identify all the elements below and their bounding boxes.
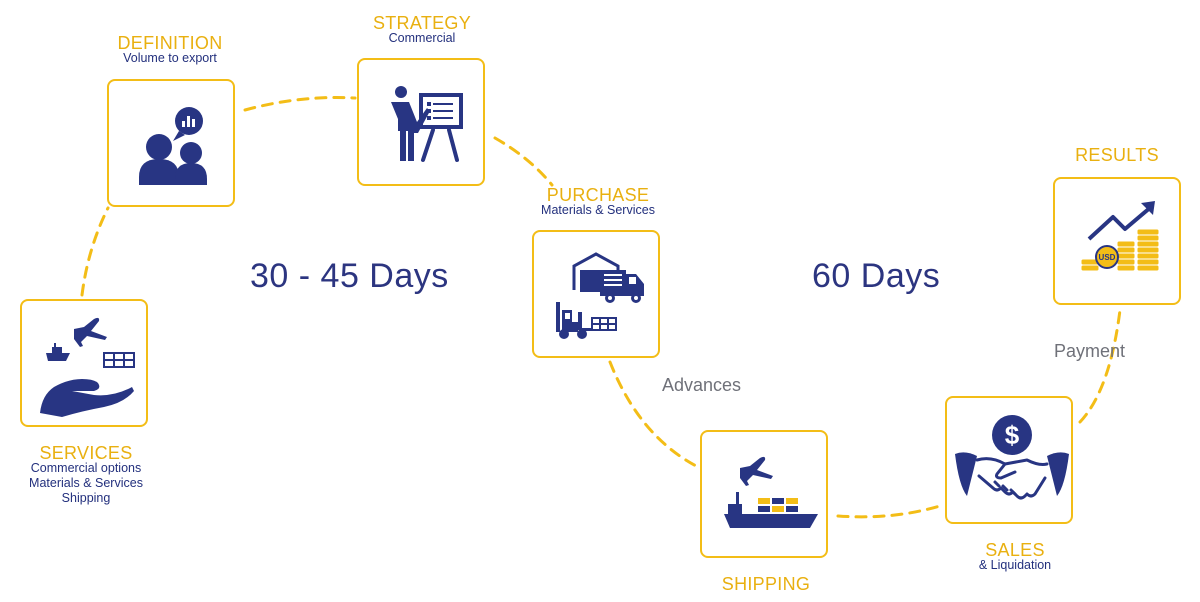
sales-title: SALES xyxy=(985,540,1045,560)
presenter-board-icon xyxy=(391,86,463,162)
sales-box: $ xyxy=(945,396,1073,524)
sales-subtitle: & Liquidation xyxy=(978,558,1052,572)
connector-definition-strategy xyxy=(243,96,357,112)
handshake-dollar-icon: $ xyxy=(955,415,1069,500)
strategy-subtitle: Commercial xyxy=(388,31,456,45)
connector-sales-results xyxy=(1078,308,1122,424)
purchase-box xyxy=(532,230,660,358)
duration-second-phase: 60 Days xyxy=(812,257,941,295)
hand-plane-ship-icon xyxy=(40,317,135,417)
connector-strategy-purchase xyxy=(493,136,554,187)
services-subtitle-line-2: Materials & Services xyxy=(29,476,143,490)
services-subtitle-line-3: Shipping xyxy=(61,491,111,505)
dollar-glyph: $ xyxy=(1005,420,1020,450)
definition-subtitle: Volume to export xyxy=(123,51,217,65)
services-title: SERVICES xyxy=(39,443,133,463)
services-subtitle-line-1: Commercial options xyxy=(30,461,142,475)
definition-title: DEFINITION xyxy=(117,33,223,53)
definition-box xyxy=(107,79,235,207)
results-title: RESULTS xyxy=(1075,145,1159,165)
warehouse-truck-forklift-icon xyxy=(556,252,644,339)
connector-services-definition xyxy=(80,206,110,297)
payment-label: Payment xyxy=(1054,341,1126,361)
duration-first-phase: 30 - 45 Days xyxy=(250,257,449,295)
strategy-box xyxy=(357,58,485,186)
coins-growth-icon: USD xyxy=(1080,201,1160,272)
purchase-title: PURCHASE xyxy=(546,185,650,205)
shipping-box xyxy=(700,430,828,558)
plane-cargo-ship-icon xyxy=(724,456,818,528)
strategy-title: STRATEGY xyxy=(372,13,472,33)
purchase-subtitle: Materials & Services xyxy=(541,203,655,217)
usd-coin-glyph: USD xyxy=(1099,253,1116,262)
connector-shipping-sales xyxy=(836,503,945,519)
people-chat-icon xyxy=(139,107,207,185)
shipping-title: SHIPPING xyxy=(721,574,811,594)
results-box: USD xyxy=(1053,177,1181,305)
connector-purchase-shipping xyxy=(608,360,702,470)
services-box xyxy=(20,299,148,427)
advances-label: Advances xyxy=(662,375,742,395)
